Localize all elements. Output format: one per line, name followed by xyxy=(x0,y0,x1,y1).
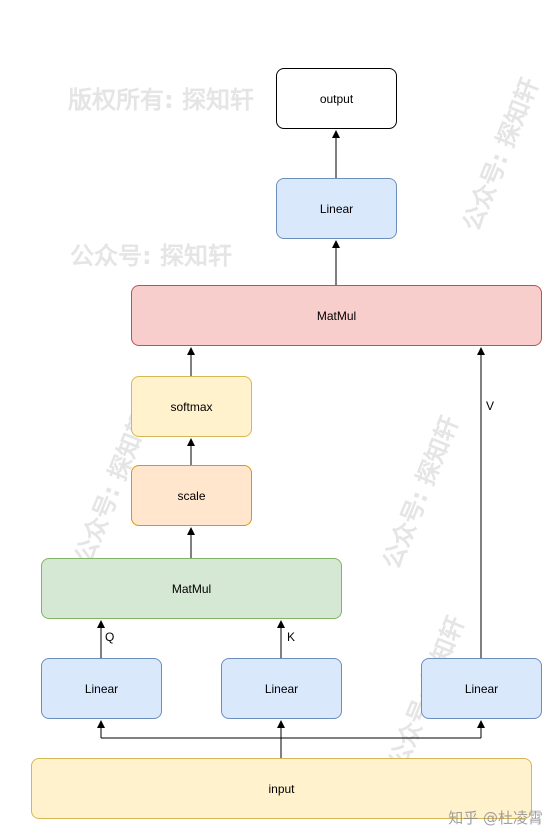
matmul-bottom-node-label: MatMul xyxy=(171,581,212,596)
scale-node-label: scale xyxy=(177,488,206,503)
author-credit: 知乎 @杜凌霄 xyxy=(448,809,543,827)
linear-v-node: Linear xyxy=(421,658,542,719)
input-node-label: input xyxy=(268,781,295,796)
account-watermark: 公众号: 探知轩 xyxy=(70,242,232,270)
v-label: V xyxy=(485,399,496,413)
linear-k-node-label: Linear xyxy=(264,681,299,696)
q-label: Q xyxy=(104,630,116,644)
copyright-watermark: 版权所有: 探知轩 xyxy=(68,86,254,114)
linear-output-node: Linear xyxy=(276,178,397,239)
linear-v-node-label: Linear xyxy=(464,681,499,696)
k-label: K xyxy=(286,630,297,644)
matmul-top-node: MatMul xyxy=(131,285,542,346)
softmax-node: softmax xyxy=(131,376,252,437)
linear-q-node-label: Linear xyxy=(84,681,119,696)
output-node-label: output xyxy=(319,91,354,106)
matmul-top-node-label: MatMul xyxy=(316,308,357,323)
softmax-node-label: softmax xyxy=(170,399,213,414)
linear-q-node: Linear xyxy=(41,658,162,719)
matmul-bottom-node: MatMul xyxy=(41,558,342,619)
scale-node: scale xyxy=(131,465,252,526)
output-node: output xyxy=(276,68,397,129)
linear-k-node: Linear xyxy=(221,658,342,719)
linear-output-node-label: Linear xyxy=(319,201,354,216)
